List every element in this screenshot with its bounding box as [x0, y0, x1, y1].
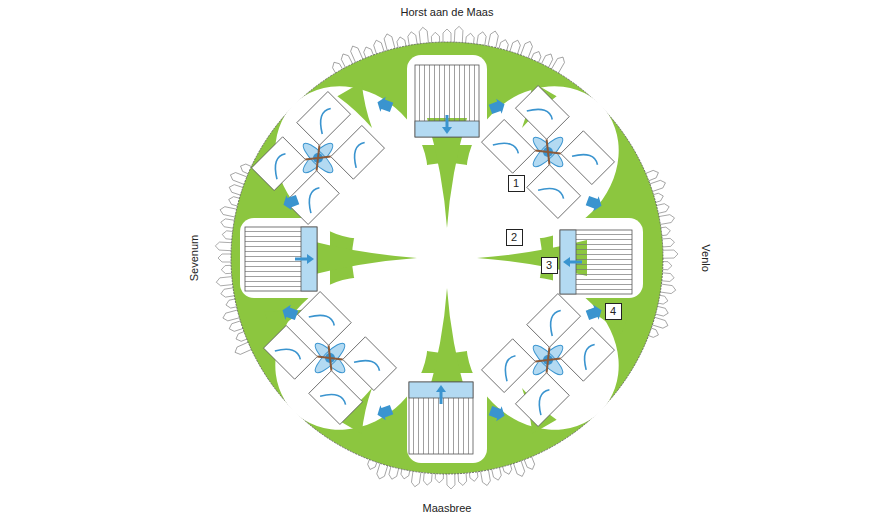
barn-area — [553, 218, 643, 298]
barn-area — [240, 218, 330, 298]
town-silhouette — [659, 214, 675, 224]
flow-icon — [375, 95, 395, 115]
town-silhouette — [514, 461, 526, 478]
town-silhouette — [454, 26, 463, 42]
town-silhouette — [388, 467, 399, 481]
town-label: Venlo — [700, 244, 712, 272]
town-silhouette — [488, 30, 499, 47]
town-silhouette — [492, 468, 502, 481]
town-silhouette — [419, 27, 429, 44]
town-silhouette — [222, 310, 240, 322]
town-silhouette — [481, 470, 491, 486]
town-silhouette — [376, 463, 388, 480]
town-silhouette — [216, 277, 233, 287]
callout-box: 2 — [506, 229, 523, 246]
callout-box: 3 — [541, 257, 558, 274]
callout-number: 3 — [546, 260, 552, 271]
town-silhouette — [383, 33, 395, 51]
town-silhouette — [396, 36, 406, 47]
town-silhouette — [219, 206, 236, 217]
town-label: Maasbree — [423, 502, 472, 514]
callout-number: 2 — [511, 232, 517, 243]
town-silhouette — [443, 29, 451, 42]
flow-icon — [585, 303, 605, 323]
town-silhouette — [431, 32, 440, 42]
town-silhouette — [423, 473, 432, 486]
greenhouse — [409, 382, 473, 454]
town-silhouette — [662, 238, 675, 247]
farm-cluster — [482, 86, 615, 219]
green-corridor — [307, 240, 417, 276]
farm-cluster — [252, 92, 385, 225]
town-silhouette — [660, 284, 676, 294]
town-silhouette — [215, 242, 231, 251]
town-silhouette — [221, 265, 231, 274]
town-silhouette — [521, 40, 534, 58]
town-silhouette — [469, 472, 478, 482]
town-silhouette — [218, 254, 231, 262]
greenhouse — [415, 65, 479, 137]
town-silhouette — [652, 317, 669, 329]
town-silhouette — [466, 33, 475, 44]
flow-icon — [488, 403, 508, 423]
town-silhouette — [222, 230, 233, 239]
callout-number: 4 — [610, 306, 616, 317]
town-silhouette — [220, 288, 234, 298]
green-ring — [231, 42, 663, 474]
town-silhouette — [656, 306, 670, 317]
town-silhouette — [663, 262, 672, 270]
town-silhouette — [228, 183, 243, 195]
callout-box: 4 — [605, 303, 622, 320]
callout-number: 1 — [513, 178, 519, 189]
barn-area — [407, 55, 487, 145]
town-label: Sevenum — [188, 235, 200, 281]
town-silhouette — [663, 250, 678, 258]
town-silhouette — [435, 474, 443, 483]
town-silhouette — [220, 218, 234, 228]
town-silhouette — [657, 203, 670, 213]
farm-cluster — [482, 294, 615, 427]
green-corridor — [427, 288, 467, 398]
flow-icon — [280, 303, 300, 323]
flow-icon — [488, 97, 508, 117]
town-silhouette — [225, 299, 236, 309]
callout-box: 1 — [508, 175, 525, 192]
flow-icon — [585, 193, 605, 213]
town-silhouette — [477, 31, 487, 45]
greenhouse — [245, 227, 317, 291]
town-silhouette — [407, 31, 417, 45]
town-silhouette — [661, 227, 671, 236]
greenhouse — [560, 230, 632, 294]
town-silhouette — [458, 473, 467, 486]
farm-cluster — [264, 292, 397, 425]
town-silhouette — [658, 295, 668, 305]
town-silhouette — [650, 179, 667, 191]
town-silhouette — [411, 471, 421, 487]
town-silhouette — [229, 171, 247, 184]
flow-icon — [375, 402, 395, 422]
town-silhouette — [662, 273, 675, 282]
flow-icon — [281, 192, 301, 212]
town-silhouette — [447, 474, 455, 489]
barn-area — [407, 373, 487, 463]
town-label: Horst aan de Maas — [401, 6, 494, 18]
